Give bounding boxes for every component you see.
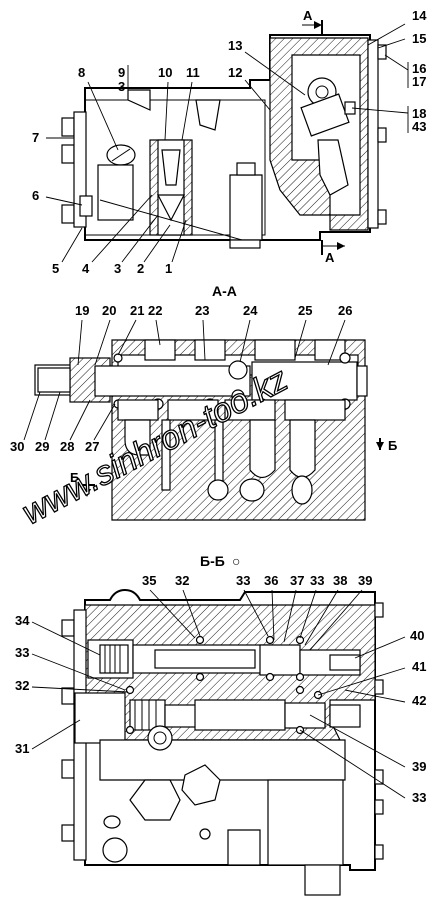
callout-23: 23 — [195, 303, 209, 318]
callout-14: 14 — [412, 8, 427, 23]
callout-33b: 33 — [310, 573, 324, 588]
section-marker-b-right: Б — [388, 438, 397, 453]
callout-31: 31 — [15, 741, 29, 756]
callout-6: 6 — [32, 188, 39, 203]
section-title-b-b: Б-Б — [200, 553, 225, 569]
callout-5: 5 — [52, 261, 59, 276]
section-marker-a-top: А — [303, 8, 313, 23]
top-view-labels: А А 14 15 16 17 13 12 8 9 3 10 11 18 43 … — [32, 8, 427, 276]
callout-35: 35 — [142, 573, 156, 588]
callout-7: 7 — [32, 130, 39, 145]
callout-18: 18 — [412, 106, 426, 121]
callout-37: 37 — [290, 573, 304, 588]
callout-3: 3 — [114, 261, 121, 276]
top-view — [61, 20, 387, 255]
callout-36: 36 — [264, 573, 278, 588]
callout-32b: 32 — [15, 678, 29, 693]
callout-10: 10 — [158, 65, 172, 80]
callout-21: 21 — [130, 303, 144, 318]
callout-11: 11 — [186, 65, 200, 80]
bottom-view-labels: 35 32 33 36 37 33 38 39 34 40 33 41 32 4… — [15, 573, 426, 805]
middle-view-labels: 19 20 21 22 23 24 25 26 30 29 28 27 Б Б — [10, 303, 397, 485]
section-marker-b-left: Б — [70, 470, 79, 485]
callout-26: 26 — [338, 303, 352, 318]
callout-20: 20 — [102, 303, 116, 318]
callout-2: 2 — [137, 261, 144, 276]
callout-13: 13 — [228, 38, 242, 53]
callout-28: 28 — [60, 439, 74, 454]
callout-42: 42 — [412, 693, 426, 708]
callout-30: 30 — [10, 439, 24, 454]
callout-33d: 33 — [412, 790, 426, 805]
callout-34: 34 — [15, 613, 30, 628]
callout-29: 29 — [35, 439, 49, 454]
callout-22: 22 — [148, 303, 162, 318]
bolt-head-icon — [61, 117, 75, 137]
callout-1: 1 — [165, 261, 172, 276]
callout-32: 32 — [175, 573, 189, 588]
callout-33: 33 — [236, 573, 250, 588]
callout-15: 15 — [412, 31, 426, 46]
callout-39: 39 — [358, 573, 372, 588]
callout-38: 38 — [333, 573, 347, 588]
callout-24: 24 — [243, 303, 258, 318]
callout-19: 19 — [75, 303, 89, 318]
middle-view — [34, 339, 384, 521]
section-title-symbol: ○ — [232, 553, 240, 569]
callout-12: 12 — [228, 65, 242, 80]
section-marker-a-bottom: А — [325, 250, 335, 265]
callout-4: 4 — [82, 261, 90, 276]
callout-43: 43 — [412, 119, 426, 134]
bottom-view — [61, 588, 384, 896]
callout-39b: 39 — [412, 759, 426, 774]
callout-25: 25 — [298, 303, 312, 318]
callout-9: 9 — [118, 65, 125, 80]
callout-33c: 33 — [15, 645, 29, 660]
callout-41: 41 — [412, 659, 426, 674]
callout-17: 17 — [412, 74, 426, 89]
callout-8: 8 — [78, 65, 85, 80]
callout-3-upper: 3 — [118, 79, 125, 94]
callout-16: 16 — [412, 61, 426, 76]
section-title-a-a: А-А — [212, 283, 237, 299]
callout-40: 40 — [410, 628, 424, 643]
callout-27: 27 — [85, 439, 99, 454]
